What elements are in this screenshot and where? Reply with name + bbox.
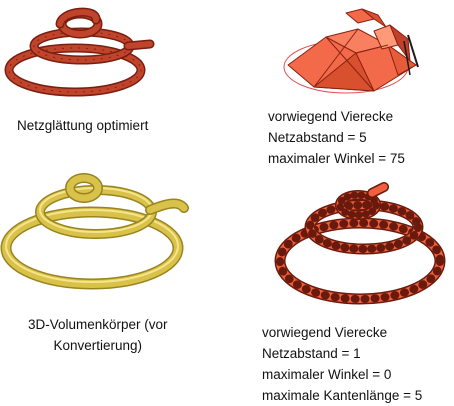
caption-line: vorwiegend Vierecke: [268, 109, 394, 124]
caption-optimized: Netzglättung optimiert: [17, 115, 148, 136]
caption-solid: 3D-Volumenkörper (vor Konvertierung): [28, 314, 168, 356]
spiral-mesh-coarse: [283, 8, 419, 94]
spiral-mesh-optimized: [4, 7, 155, 97]
caption-line: maximaler Winkel = 75: [268, 151, 405, 166]
caption-line: maximale Kantenlänge = 5: [262, 388, 423, 403]
spiral-mesh-fine: [274, 182, 446, 305]
caption-line: Konvertierung): [53, 338, 143, 353]
caption-line: Netzabstand = 5: [268, 130, 367, 145]
caption-line: 3D-Volumenkörper (vor: [28, 317, 168, 332]
spiral-solid: [0, 173, 189, 290]
caption-coarse: vorwiegend Vierecke Netzabstand = 5 maxi…: [268, 106, 405, 169]
caption-line: Netzabstand = 1: [262, 346, 361, 361]
caption-line: vorwiegend Vierecke: [262, 325, 388, 340]
caption-line: Netzglättung optimiert: [17, 118, 149, 133]
caption-line: maximaler Winkel = 0: [262, 367, 392, 382]
caption-fine: vorwiegend Vierecke Netzabstand = 1 maxi…: [262, 322, 422, 406]
